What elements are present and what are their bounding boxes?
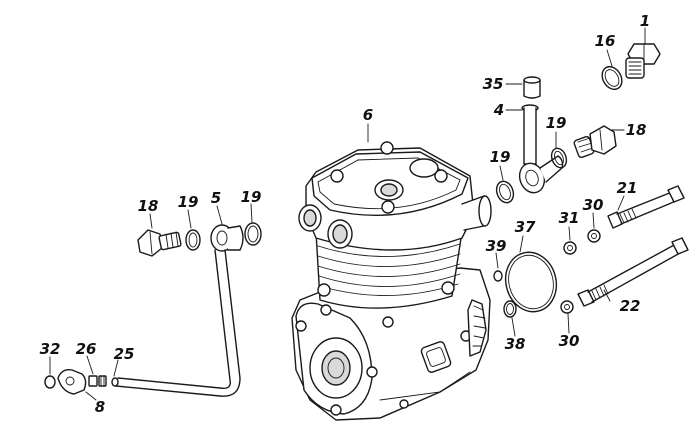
label-part-8: 8	[94, 398, 106, 416]
part-6-compressor	[291, 141, 492, 421]
part-39-o-ring	[493, 270, 503, 282]
part-19-washer-lower	[495, 180, 515, 204]
leader-lines	[49, 27, 646, 401]
label-part-21: 21	[616, 179, 638, 197]
part-26-nut	[88, 375, 98, 387]
part-19-washer-upper	[550, 147, 568, 169]
part-25-washer	[98, 375, 107, 387]
part-5-tube-with-banjo	[111, 224, 244, 397]
label-part-19-d: 19	[240, 188, 262, 206]
part-18-banjo-bolt-right	[573, 125, 617, 159]
part-22-long-bolt	[577, 237, 689, 307]
label-part-31: 31	[558, 209, 580, 227]
part-16-ring	[601, 65, 623, 91]
label-part-39: 39	[485, 237, 507, 255]
label-part-6: 6	[362, 106, 374, 124]
part-4-tube	[518, 104, 564, 194]
label-part-18-b: 18	[137, 197, 159, 215]
part-37-gasket-ring	[504, 251, 558, 313]
label-part-38: 38	[504, 335, 526, 353]
part-21-stud-bolt	[607, 185, 685, 229]
part-1-union-fitting	[625, 43, 661, 79]
label-part-32: 32	[39, 340, 61, 358]
part-38-ring	[503, 300, 517, 318]
part-19-washer-left-b	[244, 222, 262, 246]
part-30-washer-upper	[587, 229, 601, 243]
label-part-30-b: 30	[558, 332, 580, 350]
part-32-ring	[44, 375, 56, 389]
label-part-1: 1	[639, 12, 651, 30]
label-part-4: 4	[493, 101, 505, 119]
label-part-5: 5	[210, 189, 222, 207]
label-part-37: 37	[514, 218, 536, 236]
part-31-nut	[563, 241, 577, 255]
label-part-16: 16	[594, 32, 616, 50]
label-part-35: 35	[482, 75, 504, 93]
part-35-cap	[523, 76, 541, 99]
label-part-25: 25	[113, 345, 135, 363]
label-part-30-a: 30	[582, 196, 604, 214]
part-19-washer-left-a	[185, 229, 201, 251]
label-part-26: 26	[75, 340, 97, 358]
label-part-19-b: 19	[489, 148, 511, 166]
part-30-washer-lower	[560, 300, 574, 314]
part-18-banjo-bolt-left	[137, 229, 182, 257]
label-part-22: 22	[619, 297, 641, 315]
label-part-19-c: 19	[177, 193, 199, 211]
part-8-flange	[57, 368, 87, 395]
label-part-18-a: 18	[625, 121, 647, 139]
label-part-19-a: 19	[545, 114, 567, 132]
